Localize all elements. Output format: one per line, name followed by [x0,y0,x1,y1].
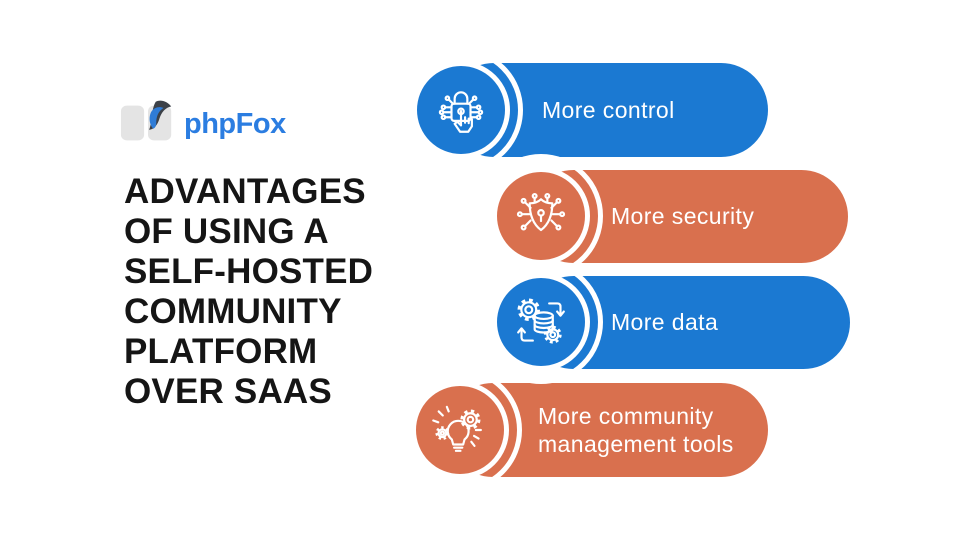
gears-database-icon [517,298,565,344]
banner-icon-circle [492,167,590,265]
title-line: PLATFORM [124,332,318,371]
banner-label: More community management tools [538,402,734,457]
banner-icon-circle [411,381,509,479]
title-line: OF USING A [124,212,329,251]
title-line: ADVANTAGES [124,172,366,211]
phpfox-logo-icon [119,97,177,152]
banner-icon-circle [412,61,510,159]
banner-label: More security [611,203,755,230]
title-line: COMMUNITY [124,292,342,331]
banner-label: More data [611,309,719,336]
page-title: ADVANTAGES OF USING A SELF-HOSTED COMMUN… [124,172,414,412]
lock-circuit-hand-icon [438,91,484,133]
title-line: SELF-HOSTED [124,252,374,291]
title-line: OVER SAAS [124,372,332,411]
banner-icon-circle [492,273,590,371]
banner-label: More control [542,96,675,123]
phpfox-logo-text: phpFox [184,107,286,140]
bulb-gear-icon [432,405,482,452]
shield-circuit-icon [516,192,566,232]
phpfox-logo: phpFox [119,97,286,151]
